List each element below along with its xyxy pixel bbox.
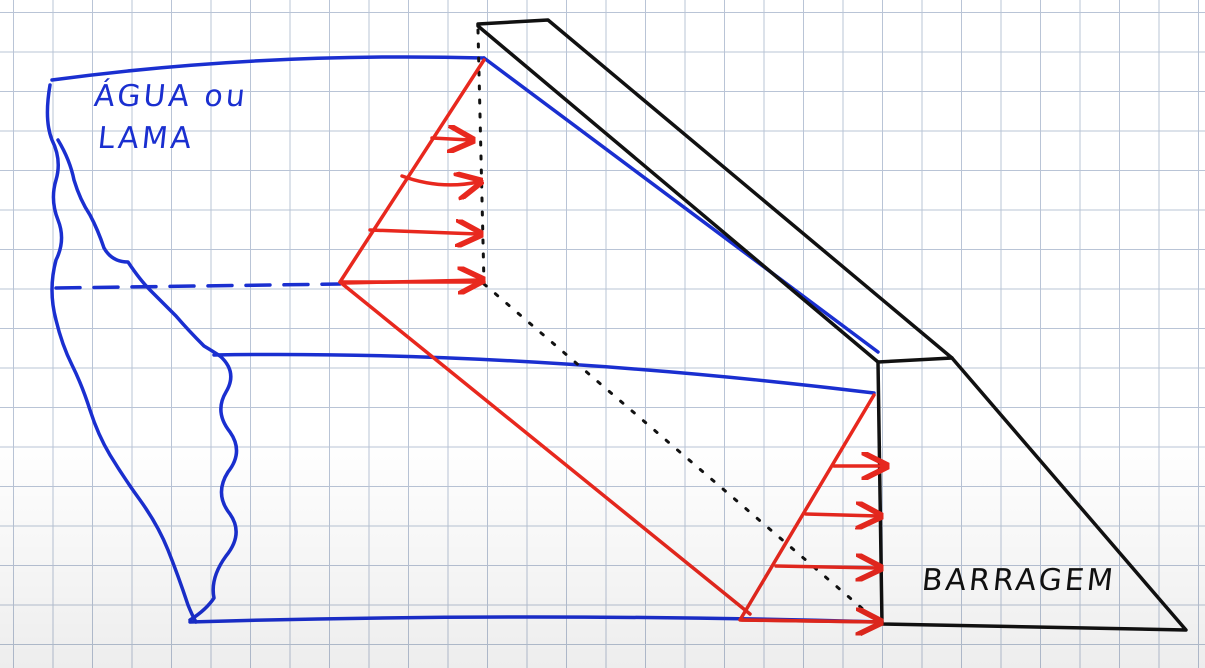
- pressure-arrow-4: [343, 280, 480, 283]
- middle-surface-line: [212, 352, 876, 395]
- right-wavy-boundary: [188, 354, 239, 622]
- material-label: ÁGUA ou LAMA: [88, 76, 250, 160]
- pressure-arrow-1: [430, 138, 470, 140]
- pressure-arrow-3: [368, 230, 478, 234]
- pressure-arrow-8: [740, 620, 878, 622]
- dam-label: BARRAGEM: [920, 563, 1118, 598]
- material-label-line1: ÁGUA ou: [92, 79, 250, 114]
- upper-surface-line: [50, 55, 486, 82]
- dam-lower-body: [876, 356, 1188, 632]
- upper-pressure-diagram: [338, 58, 486, 284]
- left-wavy-boundary: [45, 83, 198, 624]
- lower-pressure-diagram: [738, 393, 884, 624]
- dam-upper-body: [476, 18, 954, 364]
- pressure-reference-dotted: [482, 282, 880, 624]
- material-label-line2: LAMA: [96, 121, 197, 156]
- inner-wavy-boundary: [56, 138, 222, 358]
- middle-dashed-line: [54, 282, 342, 290]
- pressure-arrow-7: [774, 566, 878, 568]
- upper-blue-sloped-line: [482, 56, 880, 354]
- pressure-arrow-2: [400, 176, 478, 185]
- lower-pressure-triangle: [338, 280, 752, 616]
- pressure-arrow-6: [804, 514, 878, 516]
